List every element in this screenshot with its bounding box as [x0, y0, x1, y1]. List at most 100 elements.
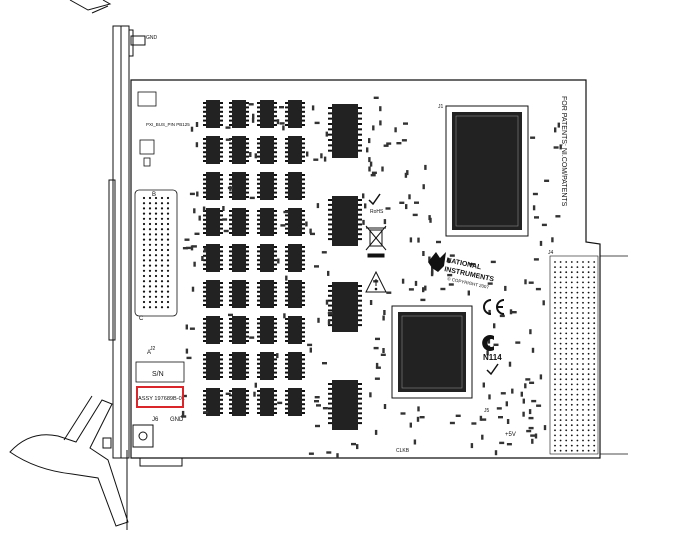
- weee-symbol: [365, 225, 387, 258]
- header-pin: [582, 296, 584, 299]
- chip-pin: [246, 367, 249, 370]
- header-pin: [582, 363, 584, 365]
- memory-chip: [288, 316, 302, 344]
- chip-pin: [257, 331, 260, 334]
- chip-pin: [229, 326, 232, 329]
- ic-pin: [328, 392, 332, 395]
- connector-pin: [142, 233, 146, 236]
- mid-ic: [332, 104, 358, 158]
- connector-pin: [154, 269, 158, 272]
- chip-pin: [274, 335, 277, 338]
- connector-pin: [160, 202, 164, 205]
- header-pin: [554, 271, 556, 274]
- passive-part: [428, 256, 431, 262]
- memory-chip: [260, 100, 274, 128]
- chip-pin: [246, 155, 249, 158]
- chip-pin: [274, 268, 277, 270]
- header-pin: [582, 261, 584, 263]
- front-connector: [134, 189, 178, 317]
- memory-chip: [260, 280, 274, 308]
- chip-pin: [274, 358, 277, 361]
- header-pin: [576, 449, 579, 452]
- passive-part: [481, 434, 484, 440]
- passive-part: [373, 96, 379, 99]
- chip-pin: [285, 367, 288, 370]
- passive-part: [279, 122, 285, 125]
- chip-pin: [302, 223, 305, 226]
- header-pin: [593, 398, 596, 401]
- header-pin: [554, 301, 556, 304]
- passive-part: [190, 245, 194, 251]
- header-pin: [570, 419, 573, 421]
- chip-pin: [203, 362, 206, 365]
- passive-part: [185, 246, 191, 250]
- chip-pin: [285, 398, 288, 401]
- header-pin: [587, 276, 590, 279]
- chip-pin: [220, 254, 223, 257]
- chip-pin: [302, 398, 305, 401]
- header-pin: [565, 424, 568, 427]
- memory-chip: [260, 172, 274, 200]
- chip-pin: [220, 354, 223, 356]
- chip-pin: [274, 160, 277, 162]
- chip-pin: [203, 354, 206, 356]
- passive-part: [185, 348, 189, 354]
- chip-pin: [229, 115, 232, 118]
- main-processor-chip: [445, 105, 529, 237]
- passive-part: [184, 238, 190, 241]
- chip-pin: [246, 362, 249, 365]
- chip-pin: [274, 115, 277, 118]
- chip-pin: [203, 142, 206, 145]
- connector-pin: [166, 222, 170, 226]
- passive-part: [528, 409, 532, 415]
- chip-pin: [203, 282, 206, 284]
- header-pin: [593, 378, 596, 381]
- header-pin: [565, 363, 568, 365]
- connector-pin: [160, 280, 164, 283]
- ic-pin: [328, 387, 332, 390]
- header-pin: [582, 276, 584, 279]
- header-pin: [570, 363, 573, 365]
- connector-pin: [154, 212, 158, 215]
- connector-pins: [142, 196, 170, 309]
- header-pin: [559, 373, 562, 376]
- chip-pin: [257, 142, 260, 145]
- connector-pin: [166, 217, 170, 220]
- header-pin: [559, 363, 562, 365]
- header-pin: [565, 296, 568, 299]
- connector-pin: [154, 290, 158, 293]
- header-pin: [570, 439, 573, 442]
- connector-pin: [160, 269, 164, 272]
- header-pin: [565, 398, 568, 401]
- passive-part: [306, 151, 309, 157]
- chip-pin: [203, 106, 206, 109]
- connector-pin: [166, 269, 170, 272]
- chip-pin: [229, 227, 232, 230]
- chip-pin: [229, 304, 232, 306]
- serial-sticker-area: [135, 361, 185, 383]
- chip-pin: [220, 376, 223, 378]
- j4-pin-header: [549, 255, 599, 455]
- chip-pin: [285, 250, 288, 253]
- chip-pin: [246, 335, 249, 338]
- header-pin: [570, 393, 573, 396]
- passive-part: [429, 217, 432, 223]
- memory-chip: [288, 388, 302, 416]
- chip-pin: [203, 246, 206, 248]
- chip-pin: [302, 151, 305, 154]
- chip-pin: [229, 259, 232, 262]
- passive-part: [325, 131, 328, 137]
- chip-pin: [285, 115, 288, 118]
- chip-pin: [220, 142, 223, 145]
- header-pin: [587, 419, 590, 421]
- passive-part: [383, 404, 387, 409]
- patents-text: FOR PATENTS: NI.COM/PATENTS: [560, 96, 567, 207]
- header-pin: [570, 281, 573, 284]
- chip-pin: [302, 295, 305, 298]
- chip-pin: [220, 110, 223, 113]
- passive-part: [326, 451, 332, 454]
- header-pin: [554, 266, 556, 268]
- passive-part: [511, 388, 514, 394]
- header-pin: [570, 266, 573, 268]
- header-pin: [559, 332, 562, 335]
